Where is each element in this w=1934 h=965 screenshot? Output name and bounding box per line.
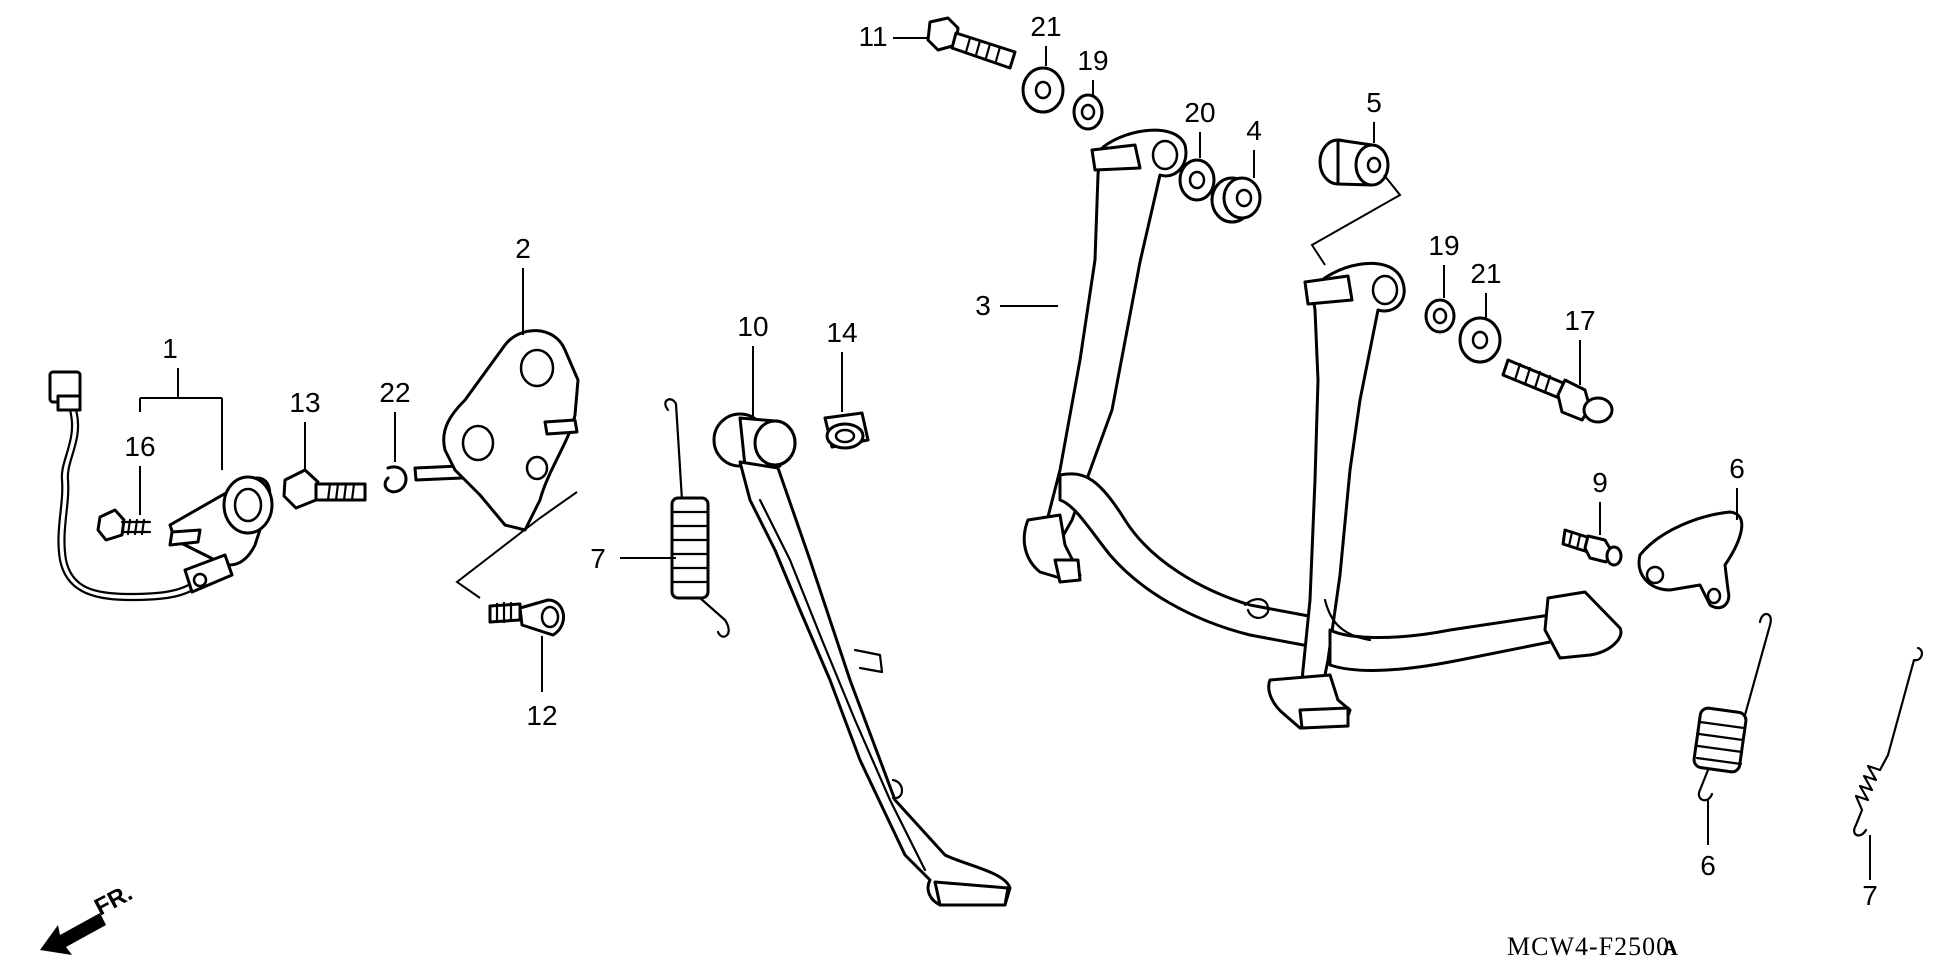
side-stand-10 [712, 412, 1012, 907]
svg-text:1: 1 [162, 333, 178, 364]
svg-text:4: 4 [1246, 115, 1262, 146]
side-stand-switch [168, 475, 274, 594]
washer-19-top [1072, 93, 1104, 131]
bolt-11 [1561, 528, 1623, 567]
bolt-15 [282, 468, 367, 510]
callout-17: 16 [124, 431, 156, 515]
washer-19-right [1424, 298, 1456, 334]
svg-text:21: 21 [1470, 258, 1501, 289]
svg-text:21: 21 [1030, 11, 1061, 42]
side-stand-switch-wire [48, 370, 202, 602]
callout-10: 10 [737, 311, 769, 418]
svg-text:A: A [1662, 935, 1679, 960]
callout-3: 3 [975, 290, 1058, 321]
callout-1: 1 [139, 333, 223, 470]
callout-11: 9 [1592, 467, 1608, 535]
callout-2: 2 [515, 233, 531, 335]
svg-text:13: 13 [289, 387, 320, 418]
collar-4 [1210, 176, 1262, 224]
callout-20: 20 [1184, 97, 1216, 158]
svg-text:MCW4-F2500: MCW4-F2500 [1507, 932, 1670, 961]
svg-text:5: 5 [1366, 87, 1382, 118]
callout-21-right: 21 [1470, 258, 1502, 318]
svg-text:3: 3 [975, 290, 991, 321]
svg-text:6: 6 [1700, 850, 1716, 881]
catalog-code: MCW4-F2500 A [1507, 932, 1679, 961]
svg-text:14: 14 [826, 317, 857, 348]
callout-14: 12 [526, 636, 558, 731]
bolt-13 [926, 16, 1017, 70]
bolt-14 [488, 598, 565, 637]
spring-6 [1692, 613, 1772, 802]
collar-5 [1310, 138, 1402, 266]
callout-19-right: 19 [1428, 230, 1460, 298]
svg-text:7: 7 [590, 543, 606, 574]
collar-18 [823, 411, 870, 450]
main-stand-3 [1022, 128, 1623, 730]
spring-12 [664, 398, 730, 638]
bracket-2 [442, 329, 580, 599]
svg-text:11: 11 [858, 21, 887, 52]
svg-text:10: 10 [737, 311, 768, 342]
bolt-17 [96, 508, 152, 542]
callout-13: 11 [858, 21, 928, 52]
washer-21-right [1458, 316, 1502, 364]
callout-9: 6 [1729, 453, 1745, 520]
callout-16: 17 [1564, 305, 1596, 385]
svg-text:16: 16 [124, 431, 155, 462]
callout-19-top: 19 [1077, 45, 1109, 95]
callout-4: 4 [1246, 115, 1262, 178]
svg-text:20: 20 [1184, 97, 1215, 128]
svg-text:22: 22 [379, 377, 410, 408]
svg-text:17: 17 [1564, 305, 1595, 336]
spring-7 [1853, 646, 1924, 837]
callout-21-top: 21 [1030, 11, 1062, 66]
svg-text:7: 7 [1862, 880, 1878, 911]
plate-9 [1637, 510, 1744, 610]
svg-text:12: 12 [526, 700, 557, 731]
callout-15: 13 [289, 387, 321, 470]
svg-text:19: 19 [1428, 230, 1459, 261]
svg-text:6: 6 [1729, 453, 1745, 484]
callout-18: 14 [826, 317, 858, 412]
callout-22: 22 [379, 377, 411, 462]
svg-text:2: 2 [515, 233, 531, 264]
callout-5: 5 [1366, 87, 1382, 143]
front-direction-arrow-icon: FR. [40, 879, 137, 955]
clip-22 [383, 464, 464, 494]
washer-21-top [1021, 66, 1065, 114]
callout-12: 7 [590, 543, 676, 574]
callout-6: 6 6 [1700, 800, 1716, 881]
callout-7: 7 [1862, 835, 1878, 911]
bolt-16 [1501, 358, 1614, 424]
svg-text:19: 19 [1077, 45, 1108, 76]
svg-text:9: 9 [1592, 467, 1608, 498]
washer-20 [1178, 158, 1216, 202]
